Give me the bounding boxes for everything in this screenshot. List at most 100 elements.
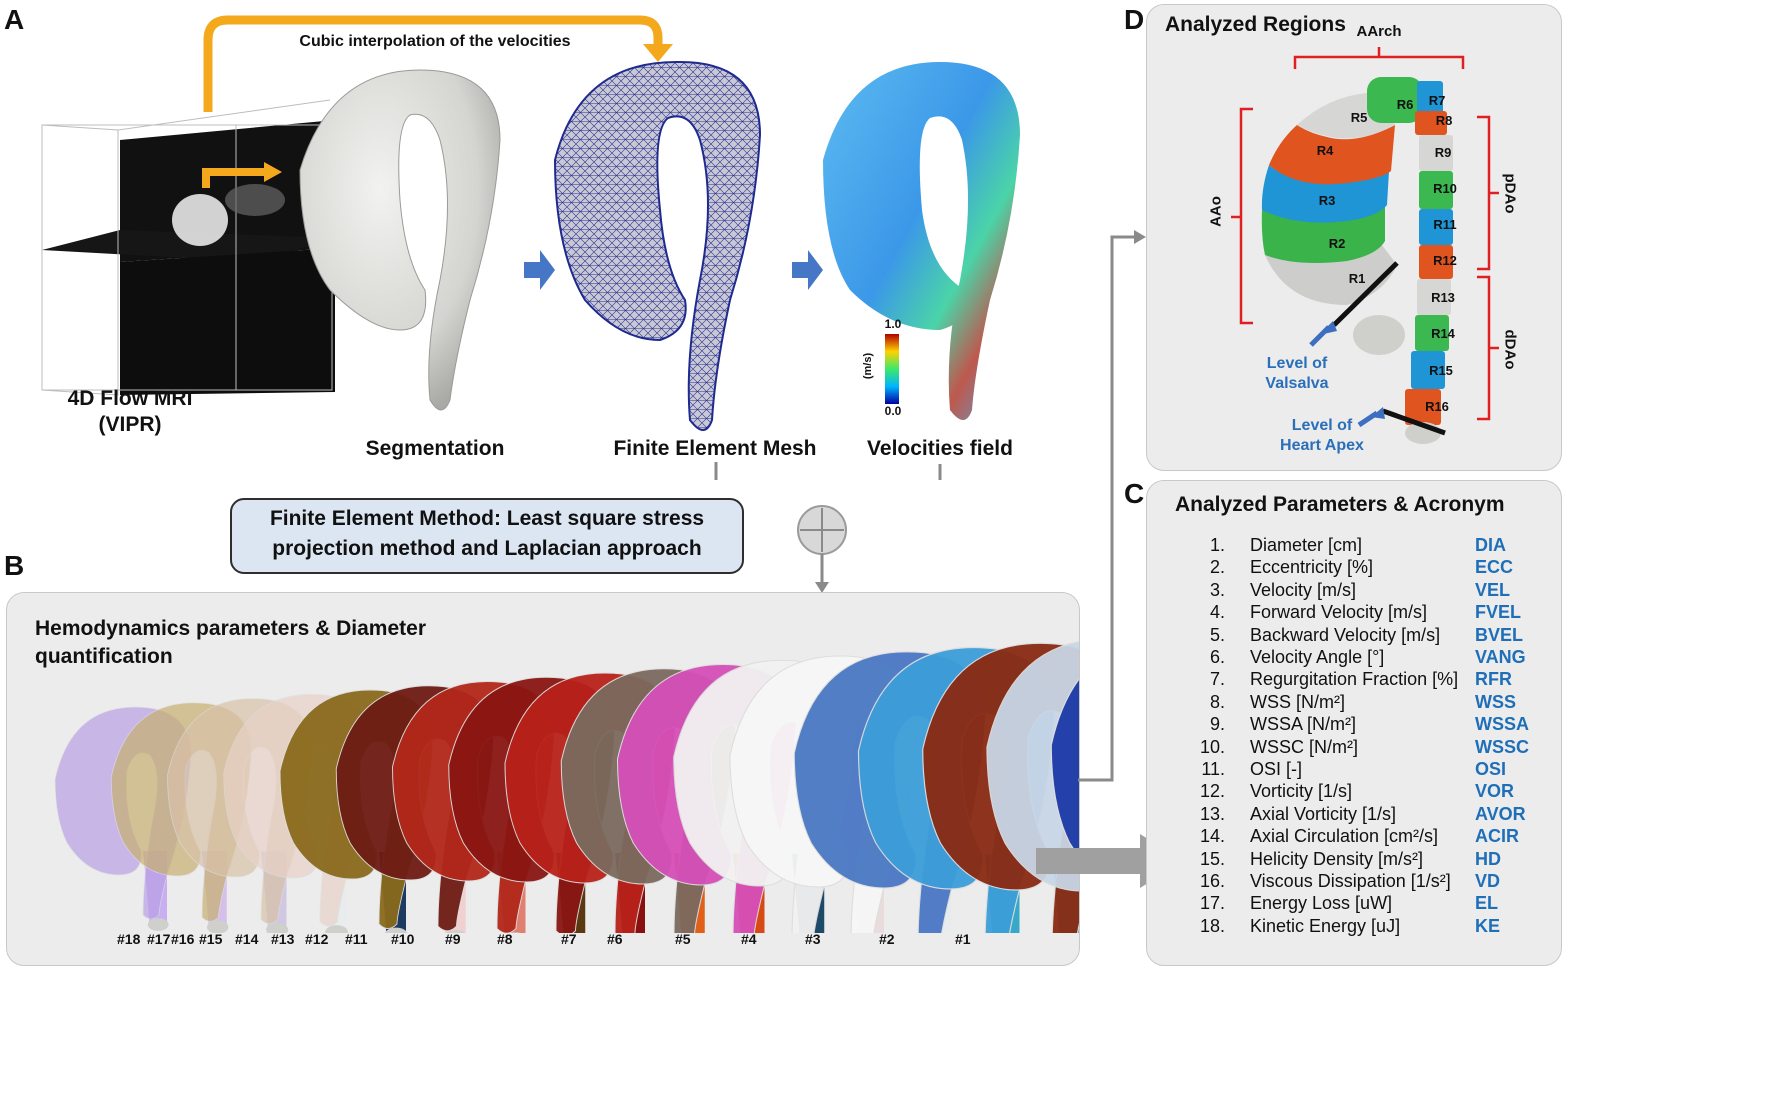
parameters-panel: Analyzed Parameters & Acronym 1.Diameter…: [1146, 480, 1562, 966]
panel-letter-c: C: [1124, 478, 1145, 509]
hemo-map-label: #14: [235, 931, 259, 947]
parameter-number: 7.: [1209, 669, 1225, 690]
mesh-aorta: [553, 60, 762, 431]
parameter-number: 14.: [1199, 826, 1225, 847]
region-band-r14: [1415, 315, 1449, 351]
parameter-row: 15.Helicity Density [m/s²]HD: [1175, 849, 1595, 874]
parameter-row: 10.WSSC [N/m²]WSSC: [1175, 737, 1595, 762]
parameter-name: Helicity Density [m/s²]: [1250, 848, 1424, 869]
region-label: R16: [1425, 399, 1449, 414]
parameter-acronym: HD: [1475, 848, 1501, 869]
hemo-map-label: #3: [805, 931, 821, 947]
parameter-number: 5.: [1209, 624, 1225, 645]
parameter-name: WSS [N/m²]: [1250, 691, 1345, 712]
parameter-row: 14.Axial Circulation [cm²/s]ACIR: [1175, 826, 1595, 851]
parameter-name: Vorticity [1/s]: [1250, 781, 1353, 802]
parameter-acronym: VD: [1475, 871, 1501, 891]
parameter-row: 11. OSI [-] OSI: [1175, 759, 1595, 784]
hemo-map-label: #16: [171, 931, 195, 947]
parameter-name: Kinetic Energy [uJ]: [1250, 915, 1401, 936]
valsalva-label-line2: Valsalva: [1265, 375, 1329, 392]
parameter-number: 2.: [1209, 557, 1225, 578]
parameter-row: 12.Vorticity [1/s]VOR: [1175, 781, 1595, 806]
step-arrow-1: [524, 250, 555, 290]
region-band-r11: [1419, 209, 1453, 245]
parameter-row: 1.Diameter [cm]DIA: [1175, 535, 1595, 560]
parameter-name: Backward Velocity [m/s]: [1250, 624, 1441, 645]
hemo-map-label: #13: [271, 931, 295, 947]
colorbar-min: 0.0: [884, 404, 902, 418]
mri-label-line2: (VIPR): [98, 413, 162, 436]
hemo-map-label: #9: [445, 931, 461, 947]
sum-junction: [797, 505, 847, 593]
region-label: R11: [1433, 217, 1456, 232]
ddao-label: dDAo: [1501, 329, 1519, 370]
hemo-map-2: [986, 641, 1079, 892]
parameter-number: 4.: [1209, 602, 1225, 623]
interpolation-arrow: [203, 15, 663, 112]
parameter-name: Energy Loss [uW]: [1250, 893, 1393, 914]
hemo-map-label: #7: [561, 931, 577, 947]
hemo-map-label: #18: [117, 931, 141, 947]
parameter-number: 11.: [1201, 759, 1225, 779]
region-label: R12: [1433, 253, 1457, 268]
parameter-acronym: VANG: [1475, 647, 1526, 667]
parameter-name: Axial Circulation [cm²/s]: [1250, 826, 1439, 847]
region-band-r6: [1367, 77, 1423, 123]
region-label: R2: [1329, 236, 1346, 251]
parameter-acronym: VEL: [1475, 579, 1511, 600]
parameter-row: 6.Velocity Angle [°]VANG: [1175, 647, 1595, 672]
parameter-name: OSI [-]: [1250, 759, 1303, 779]
parameter-name: Velocity [m/s]: [1250, 579, 1357, 600]
velocity-aorta: [823, 62, 1020, 420]
panel-letter-d: D: [1124, 4, 1145, 35]
fem-box: Finite Element Method: Least square stre…: [230, 498, 744, 574]
apex-label-line2: Heart Apex: [1280, 437, 1364, 454]
mri-volume: [41, 99, 335, 396]
parameter-acronym: FVEL: [1475, 602, 1522, 623]
fem-line2: projection method and Laplacian approach: [272, 537, 702, 560]
parameter-number: 1.: [1209, 535, 1225, 555]
region-band-r13: [1417, 279, 1451, 315]
parameter-row: 18. Kinetic Energy [uJ] KE: [1175, 916, 1595, 941]
segmentation-aorta: [299, 69, 501, 411]
pipeline-diagram: [41, 15, 1020, 480]
region-band-r7: [1417, 81, 1443, 115]
hemo-map-label: #2: [879, 931, 895, 947]
hemo-map-label: #12: [305, 931, 329, 947]
parameter-number: 3.: [1209, 579, 1225, 600]
parameter-acronym: ECC: [1475, 557, 1514, 578]
mri-label-line1: 4D Flow MRI: [67, 387, 193, 410]
region-band-r12: [1419, 245, 1453, 279]
velocity-label: Velocities field: [867, 437, 1013, 460]
region-label: R9: [1435, 145, 1452, 160]
hemo-map-label: #5: [675, 931, 691, 947]
parameter-row: 4.Forward Velocity [m/s]FVEL: [1175, 602, 1595, 627]
colorbar-unit: (m/s): [862, 352, 874, 380]
hemodynamics-panel: Hemodynamics parameters & Diameter quant…: [6, 592, 1080, 966]
parameter-number: 18.: [1199, 915, 1225, 936]
parameter-name: Viscous Dissipation [1/s²]: [1250, 871, 1451, 891]
parameter-acronym: WSS: [1475, 691, 1517, 712]
parameter-name: Eccentricity [%]: [1250, 557, 1374, 578]
regions-title: Analyzed Regions: [1165, 13, 1346, 36]
region-label: R1: [1349, 271, 1366, 286]
region-label: R10: [1433, 181, 1457, 196]
parameter-row: 5.Backward Velocity [m/s]BVEL: [1175, 625, 1595, 650]
valsalva-label-line1: Level of: [1266, 355, 1328, 372]
step-arrow-2: [792, 250, 823, 290]
parameter-name: Regurgitation Fraction [%]: [1250, 669, 1459, 690]
parameter-number: 13.: [1199, 803, 1225, 824]
parameter-acronym: OSI: [1475, 759, 1507, 779]
mesh-label: Finite Element Mesh: [613, 437, 817, 460]
pdao-label: pDAo: [1501, 173, 1519, 214]
parameter-name: Diameter [cm]: [1250, 535, 1363, 555]
parameter-acronym: RFR: [1475, 669, 1512, 690]
hemo-title-line1: Hemodynamics parameters & Diameter: [35, 617, 427, 640]
parameter-acronym: KE: [1475, 915, 1501, 936]
region-band-r15: [1411, 351, 1445, 389]
hemo-map-label: #4: [741, 931, 757, 947]
region-label: R14: [1431, 326, 1456, 341]
fem-line1: Finite Element Method: Least square stre…: [269, 507, 705, 530]
